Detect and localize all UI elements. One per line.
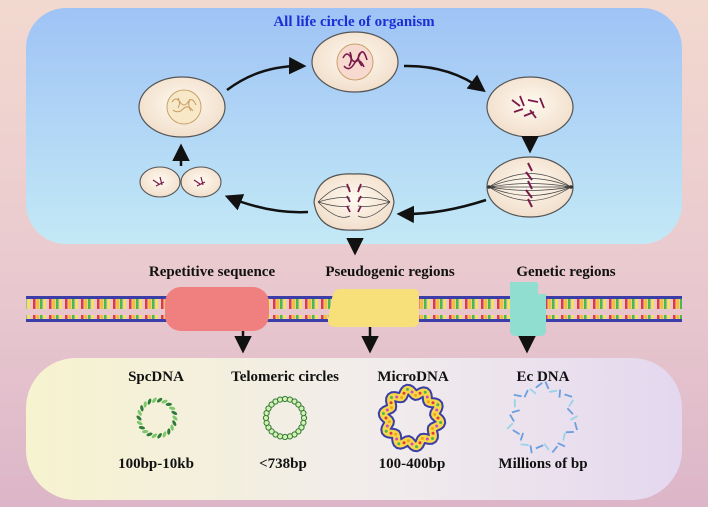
label-repetitive-sequence: Repetitive sequence — [149, 264, 276, 280]
pseudogenic-region-block — [327, 289, 419, 327]
repetitive-sequence-block — [165, 287, 269, 331]
genetic-region-block — [510, 282, 546, 336]
arrow-anaphase-to-daughters — [224, 194, 309, 214]
cycle-arrows — [172, 56, 539, 224]
interphase-cell-icon — [138, 76, 226, 138]
label-pseudogenic-regions: Pseudogenic regions — [325, 264, 454, 280]
page-title: All life circle of organism — [273, 14, 435, 30]
anaphase-cell-icon — [313, 173, 395, 231]
spcdna-size: 100bp-10kb — [118, 456, 194, 472]
label-genetic-regions: Genetic regions — [516, 264, 615, 280]
ecdna-label: Ec DNA — [517, 369, 570, 385]
spcdna-circle-icon — [136, 397, 178, 439]
telomeric-circles-label: Telomeric circles — [231, 369, 339, 385]
microdna-circle-icon — [377, 383, 447, 453]
daughter-cells-icon — [139, 166, 222, 198]
prophase-cell-icon — [311, 31, 399, 93]
ecdna-size: Millions of bp — [498, 456, 587, 472]
microdna-label: MicroDNA — [377, 369, 449, 385]
spcdna-label: SpcDNA — [128, 369, 184, 385]
telomeric-circle-icon — [262, 395, 308, 441]
arrow-prophase-to-prometaphase — [403, 64, 486, 93]
telomeric-circles-size: <738bp — [259, 456, 307, 472]
prometaphase-cell-icon — [486, 76, 574, 138]
arrow-interphase-to-prophase — [226, 56, 307, 91]
arrow-metaphase-to-anaphase — [396, 198, 487, 224]
bottom-panel — [26, 358, 682, 500]
metaphase-cell-icon — [486, 156, 574, 218]
microdna-size: 100-400bp — [379, 456, 446, 472]
ecdna-circle-icon — [506, 381, 578, 454]
